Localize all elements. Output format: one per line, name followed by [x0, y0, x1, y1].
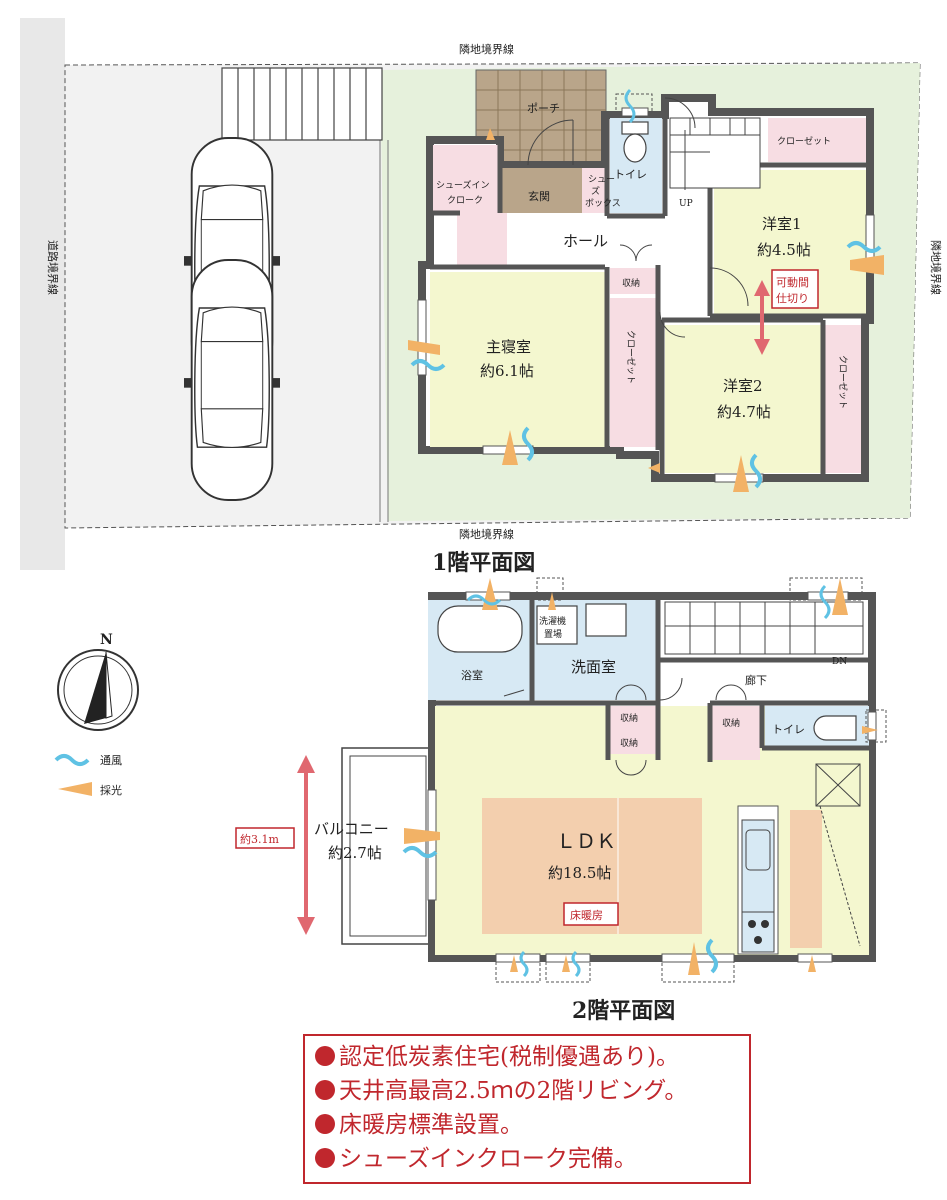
sink-icon [745, 829, 771, 871]
feature-text: 認定低炭素住宅(税制優遇あり)。 [339, 1044, 679, 1070]
western-room-2 [665, 325, 822, 473]
laundry-label: 洗濯機 [539, 615, 566, 627]
balcony-name: バルコニー [314, 820, 389, 838]
movable-partition-arrow [754, 280, 770, 355]
feature-item: 認定低炭素住宅(税制優遇あり)。 [315, 1040, 749, 1074]
ldk-name: ＬＤＫ [556, 829, 616, 853]
balcony-depth-label: 約3.1m [240, 832, 279, 846]
feature-item: 天井高最高2.5ｍの2階リビング。 [315, 1074, 749, 1108]
entrance [500, 168, 582, 213]
up-label: UP [679, 199, 693, 209]
north-label: N [100, 632, 113, 648]
shoes-in-cloak-label-2: クローク [447, 195, 483, 206]
hall-label: ホール [563, 232, 608, 250]
master-bedroom-name: 主寝室 [486, 338, 531, 356]
movable-partition-label: 可動間 [776, 275, 809, 289]
shoe-box-label-2: ズ [591, 185, 600, 197]
daylight-icon [58, 782, 92, 796]
road-boundary-label: 道路境界線 [46, 240, 60, 295]
features-box: 認定低炭素住宅(税制優遇あり)。 天井高最高2.5ｍの2階リビング。 床暖房標準… [303, 1034, 751, 1184]
shoe-box-label-3: ボックス [585, 198, 621, 209]
western1-name: 洋室1 [762, 215, 802, 233]
entrance-label: 玄関 [528, 189, 550, 203]
floor1-title: 1階平面図 [432, 550, 535, 576]
shoes-in-cloak [433, 145, 499, 213]
bullet-icon [315, 1148, 335, 1168]
bathtub-icon [437, 605, 523, 653]
car-icon [183, 259, 281, 501]
balcony-size: 約2.7帖 [328, 844, 382, 862]
feature-text: シューズインクローク完備。 [339, 1146, 637, 1172]
western2-size: 約4.7帖 [717, 403, 771, 421]
closet-western2 [825, 325, 861, 473]
stairs-1f [669, 117, 761, 190]
toilet-2f-label: トイレ [772, 723, 805, 736]
master-bedroom-size: 約6.1帖 [480, 362, 534, 380]
corridor-label: 廊下 [745, 673, 767, 687]
floor2-title: 2階平面図 [572, 998, 675, 1024]
floor-heating-label: 床暖房 [570, 908, 603, 922]
ventilation-light-icons [408, 88, 884, 492]
western1-size: 約4.5帖 [757, 241, 811, 259]
toilet-2f-icon [813, 715, 857, 741]
front-steps [221, 67, 383, 141]
storage-label: 収納 [620, 737, 638, 749]
washroom-label: 洗面室 [571, 658, 616, 676]
toilet-icon [621, 121, 649, 163]
neighbor-boundary-label: 隣地境界線 [459, 42, 514, 56]
stove-icon [748, 920, 769, 944]
ventilation-light-icons-2f [402, 578, 878, 978]
legend-daylight: 採光 [100, 783, 122, 797]
western2-name: 洋室2 [723, 377, 763, 395]
movable-partition-label-2: 仕切り [776, 292, 809, 305]
bullet-icon [315, 1080, 335, 1100]
feature-text: 床暖房標準設置。 [339, 1112, 523, 1138]
storage-label: 収納 [722, 717, 740, 729]
shoe-box [582, 168, 606, 213]
laundry-label-2: 置場 [544, 628, 562, 640]
ldk-size: 約18.5帖 [548, 864, 611, 882]
closet-master [610, 298, 656, 447]
dn-label: DN [832, 657, 847, 667]
shoe-box-label: シュー [588, 175, 615, 185]
neighbor-boundary-label: 隣地境界線 [929, 240, 943, 295]
feature-item: シューズインクローク完備。 [315, 1142, 749, 1176]
toilet-1f-label: トイレ [614, 168, 647, 181]
bathroom-label: 浴室 [461, 668, 483, 682]
neighbor-boundary-label: 隣地境界線 [459, 527, 514, 541]
bullet-icon [315, 1114, 335, 1134]
feature-item: 床暖房標準設置。 [315, 1108, 749, 1142]
closet-western1 [768, 118, 866, 162]
storage-label: 収納 [622, 277, 640, 289]
ventilation-icon [54, 754, 90, 766]
road [20, 18, 65, 570]
shoes-in-cloak-label: シューズイン [436, 179, 490, 191]
master-bedroom [430, 272, 605, 447]
floor-heating-badge [563, 902, 619, 926]
storage-1f [610, 268, 656, 294]
storage-2f-b [712, 706, 760, 760]
closet-label: クローゼット [777, 135, 831, 147]
north-compass-icon: N [57, 632, 139, 731]
storage-2f [610, 706, 656, 754]
movable-partition-badge [771, 269, 819, 309]
wash-basin-icon [585, 603, 627, 637]
closet-label: クローゼット [837, 355, 849, 409]
storage-label: 収納 [620, 712, 638, 724]
bullet-icon [315, 1046, 335, 1066]
legend-ventilation: 通風 [100, 754, 122, 767]
feature-text: 天井高最高2.5ｍの2階リビング。 [339, 1078, 688, 1104]
porch-label: ポーチ [527, 102, 560, 115]
balcony-depth-arrow [297, 755, 315, 935]
closet-label: クローゼット [625, 330, 637, 384]
balcony-depth-badge [235, 827, 295, 849]
